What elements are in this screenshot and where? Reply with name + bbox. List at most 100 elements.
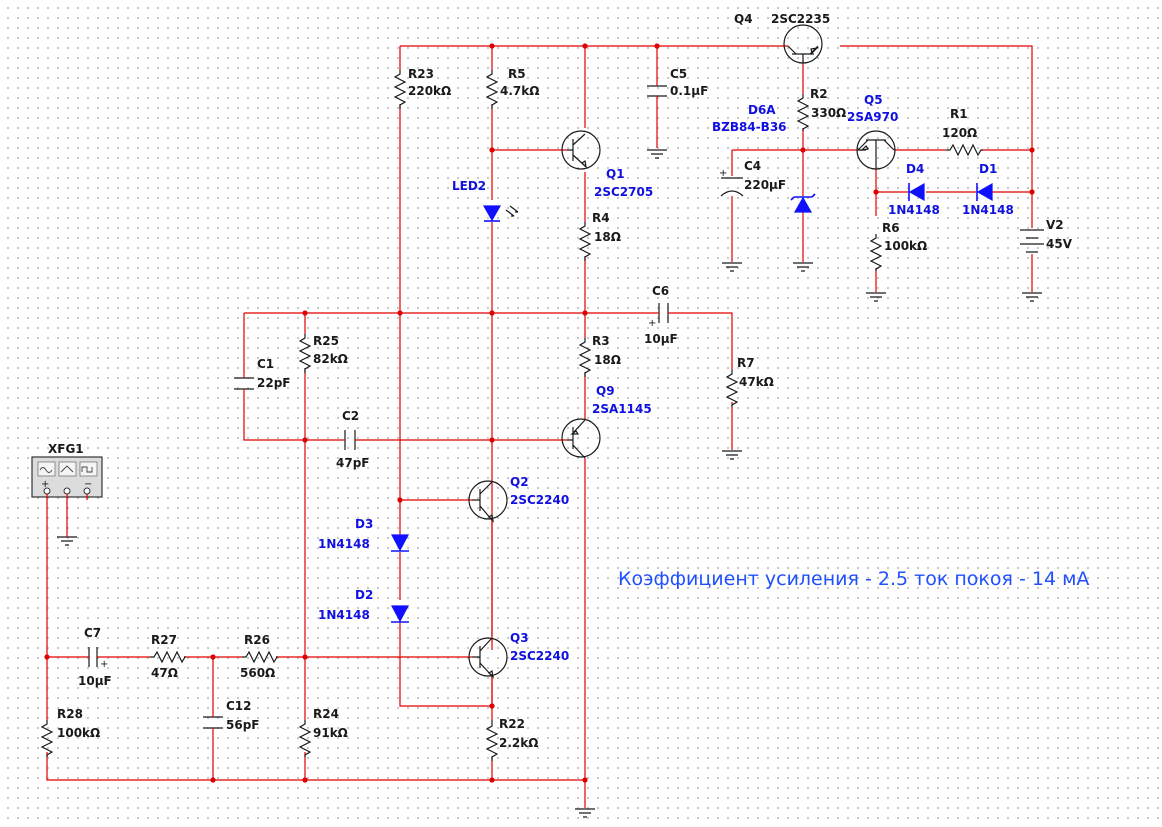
c1-ref: C1 [257, 357, 274, 371]
svg-text:+: + [100, 659, 108, 670]
capacitor-c6[interactable]: + [648, 303, 676, 329]
r24-value: 91kΩ [313, 726, 348, 740]
svg-text:+: + [648, 318, 656, 329]
resistor-r6[interactable] [869, 234, 883, 271]
resistor-r22[interactable] [485, 720, 499, 761]
c12-value: 56pF [226, 718, 260, 732]
resistor-r26[interactable] [242, 650, 279, 664]
r4-ref: R4 [592, 211, 610, 225]
r26-ref: R26 [244, 633, 270, 647]
resistor-r28[interactable] [40, 720, 54, 757]
d6a-value: BZB84-B36 [712, 120, 787, 134]
r28-ref: R28 [57, 707, 83, 721]
capacitor-c1[interactable] [234, 370, 254, 397]
r4-value: 18Ω [594, 230, 621, 244]
resistor-r1[interactable] [946, 143, 983, 157]
transistor-q2[interactable] [468, 480, 508, 523]
resistor-r3[interactable] [578, 338, 592, 377]
r24-ref: R24 [313, 707, 339, 721]
d3-ref: D3 [355, 517, 373, 531]
c7-value: 10µF [78, 674, 112, 688]
r2-ref: R2 [810, 87, 828, 101]
d6a-ref: D6A [748, 103, 776, 117]
transistor-q1[interactable] [561, 130, 601, 170]
c4-value: 220µF [744, 178, 786, 192]
c7-ref: C7 [84, 626, 101, 640]
r22-ref: R22 [499, 717, 525, 731]
r22-value: 2.2kΩ [499, 736, 538, 750]
capacitor-c4[interactable]: + [719, 168, 744, 197]
r25-ref: R25 [313, 334, 339, 348]
resistor-r2[interactable] [796, 94, 810, 131]
d4-value: 1N4148 [888, 203, 940, 217]
c12-ref: C12 [226, 699, 252, 713]
c1-value: 22pF [257, 376, 291, 390]
q4-value: 2SC2235 [771, 12, 830, 26]
ground-symbols [57, 149, 1042, 818]
diode-d2[interactable] [391, 605, 409, 623]
diode-d3[interactable] [391, 534, 409, 552]
transistor-q5[interactable] [856, 130, 896, 170]
capacitor-c12[interactable] [203, 714, 223, 732]
r1-ref: R1 [950, 107, 968, 121]
zener-d6a[interactable] [790, 193, 816, 213]
resistor-r7[interactable] [725, 370, 739, 407]
c5-value: 0.1µF [670, 84, 708, 98]
r3-value: 18Ω [594, 353, 621, 367]
transistor-q9[interactable] [561, 418, 601, 459]
resistor-r24[interactable] [298, 720, 312, 757]
resistor-r23[interactable] [393, 70, 407, 109]
transistor-q4[interactable] [783, 24, 823, 64]
junctions [44, 43, 1035, 783]
capacitor-c2[interactable] [342, 430, 358, 450]
r3-ref: R3 [592, 334, 610, 348]
q1-value: 2SC2705 [594, 185, 653, 199]
q2-ref: Q2 [510, 475, 529, 489]
r28-value: 100kΩ [57, 726, 100, 740]
r7-ref: R7 [737, 356, 755, 370]
capacitor-c5[interactable] [647, 84, 667, 100]
c2-ref: C2 [342, 409, 359, 423]
r5-ref: R5 [508, 67, 526, 81]
r27-ref: R27 [151, 633, 177, 647]
d2-ref: D2 [355, 588, 373, 602]
q5-value: 2SA970 [847, 110, 898, 124]
c6-ref: C6 [652, 284, 669, 298]
transistor-q3[interactable] [468, 637, 508, 679]
c2-value: 47pF [336, 456, 370, 470]
r1-value: 120Ω [942, 126, 977, 140]
battery-v2[interactable] [1020, 229, 1044, 253]
q4-ref: Q4 [734, 12, 753, 26]
r7-value: 47kΩ [739, 375, 774, 389]
v2-value: 45V [1046, 237, 1073, 251]
resistor-r4[interactable] [578, 222, 592, 261]
v2-ref: V2 [1046, 218, 1064, 232]
function-generator-xfg1[interactable] [31, 456, 103, 500]
diode-d4[interactable] [908, 182, 925, 202]
q9-value: 2SA1145 [592, 402, 652, 416]
diode-d1[interactable] [976, 182, 993, 202]
d3-value: 1N4148 [318, 537, 370, 551]
r23-value: 220kΩ [408, 84, 451, 98]
r5-value: 4.7kΩ [500, 84, 539, 98]
q9-ref: Q9 [596, 384, 615, 398]
d2-value: 1N4148 [318, 608, 370, 622]
r2-value: 330Ω [811, 106, 846, 120]
capacitor-c7[interactable]: + [86, 647, 108, 670]
xfg1-plus: + [41, 479, 49, 490]
q5-ref: Q5 [864, 93, 883, 107]
r6-ref: R6 [882, 221, 900, 235]
r25-value: 82kΩ [313, 352, 348, 366]
resistor-r27[interactable] [150, 650, 187, 664]
resistor-r5[interactable] [485, 70, 499, 109]
q3-ref: Q3 [510, 631, 529, 645]
led-led2[interactable] [482, 205, 519, 222]
q3-value: 2SC2240 [510, 649, 569, 663]
d1-ref: D1 [979, 162, 997, 176]
c4-ref: C4 [744, 159, 761, 173]
gain-note: Коэффициент усиления - 2.5 ток покоя - 1… [618, 568, 1089, 590]
r27-value: 47Ω [151, 666, 178, 680]
resistor-r25[interactable] [298, 334, 312, 373]
